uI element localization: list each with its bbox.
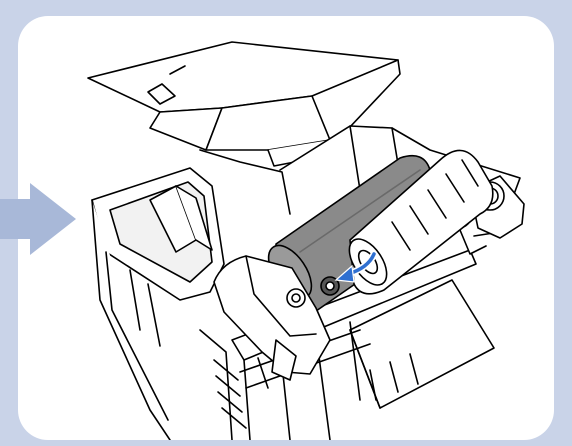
left-end-cap [213, 255, 340, 389]
insert-direction-arrow-icon [334, 250, 378, 283]
pointer-arrow-icon [0, 183, 76, 255]
printer-top-cover [87, 41, 401, 167]
illustration-panel [18, 16, 554, 440]
printer-line-drawing [87, 41, 525, 440]
printer-side-frame [91, 167, 225, 440]
